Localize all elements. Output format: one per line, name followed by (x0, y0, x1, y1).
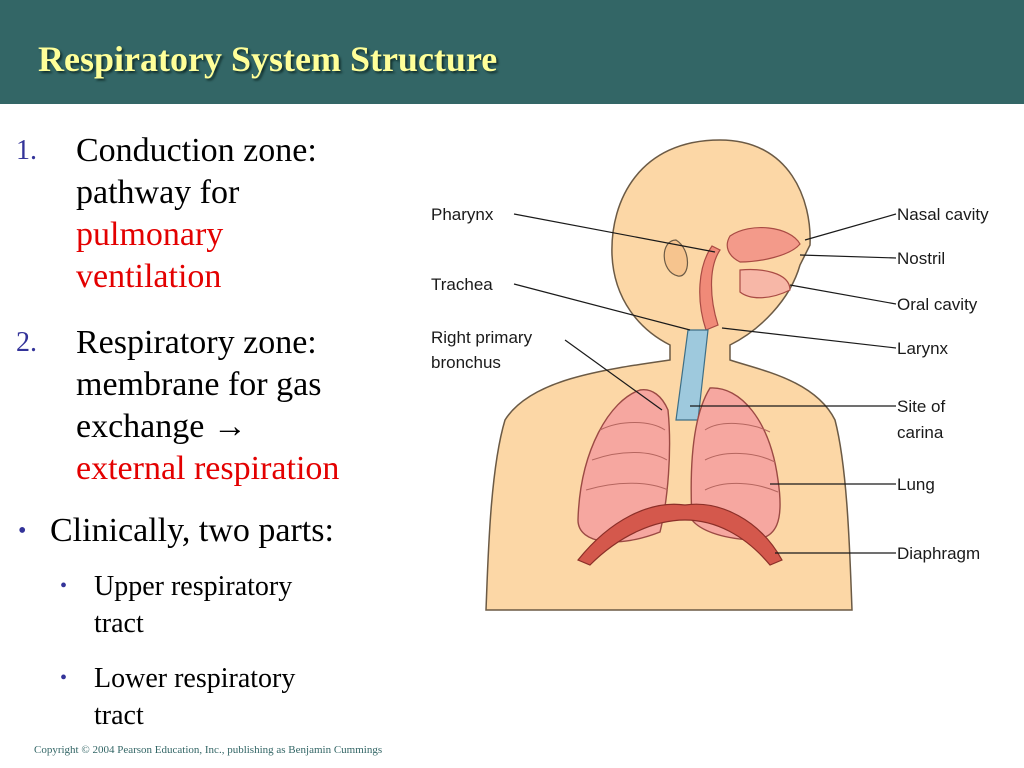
bullet-icon: • (60, 667, 68, 689)
bullet-icon: • (60, 575, 68, 597)
sub-bullet-line: tract (94, 700, 144, 731)
list-number: 2. (16, 327, 37, 358)
label-pharynx: Pharynx (431, 205, 494, 224)
highlight-line: pulmonary (76, 216, 224, 253)
sub-bullet-line: Lower respiratory (94, 663, 296, 694)
label-diaphragm: Diaphragm (897, 544, 980, 563)
ear-shape (663, 239, 689, 277)
highlight-line: external respiration (76, 450, 340, 487)
body-silhouette (485, 139, 853, 611)
nasal-cavity-shape (726, 226, 801, 263)
right-lung-shape (577, 389, 671, 543)
copyright-footer: Copyright © 2004 Pearson Education, Inc.… (34, 744, 383, 756)
item-line: Respiratory zone: (76, 324, 317, 361)
label-lung: Lung (897, 475, 935, 494)
slide-content: 1. Conduction zone: pathway for pulmonar… (0, 106, 440, 746)
oral-cavity-shape (739, 268, 791, 299)
item-line: exchange (76, 408, 205, 445)
respiratory-diagram: Pharynx Trachea Right primary bronchus N… (431, 139, 989, 611)
item-line-with-arrow: exchange → (76, 406, 426, 448)
rib-lines (585, 422, 779, 493)
title-bar: Respiratory System Structure (0, 0, 1024, 104)
bullet-text: Clinically, two parts: (50, 512, 334, 549)
highlight-line: ventilation (76, 258, 222, 295)
label-bronchus: bronchus (431, 353, 501, 372)
sub-bullet-line: Upper respiratory (94, 571, 293, 602)
label-larynx: Larynx (897, 339, 949, 358)
label-site-of: Site of (897, 397, 945, 416)
label-nasal-cavity: Nasal cavity (897, 205, 989, 224)
leader-lines (513, 213, 897, 554)
label-carina: carina (897, 423, 944, 442)
sub-bullet-line: tract (94, 608, 144, 639)
label-right-primary: Right primary (431, 328, 533, 347)
item-line: membrane for gas (76, 366, 322, 403)
arrow-icon: → (212, 408, 247, 445)
label-oral-cavity: Oral cavity (897, 295, 978, 314)
label-nostril: Nostril (897, 249, 945, 268)
item-line: pathway for (76, 174, 240, 211)
slide-title: Respiratory System Structure (38, 39, 498, 79)
label-trachea: Trachea (431, 275, 493, 294)
item-line: Conduction zone: (76, 132, 317, 169)
list-number: 1. (16, 135, 37, 166)
bullet-icon: • (18, 518, 27, 544)
diaphragm-shape (577, 503, 783, 566)
